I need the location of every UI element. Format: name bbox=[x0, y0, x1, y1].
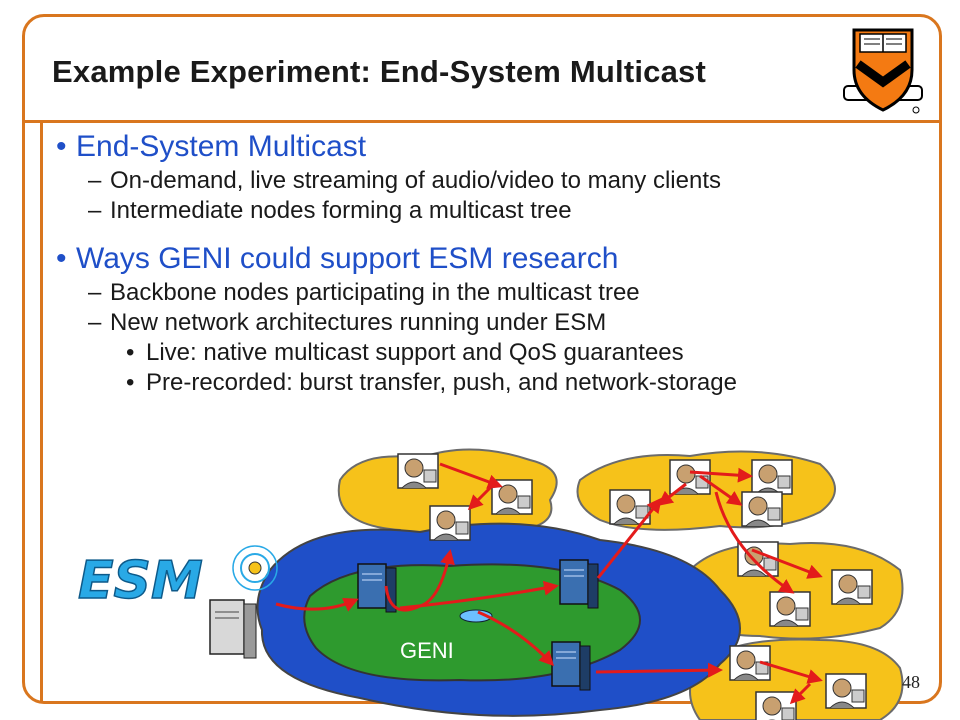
slide-title: Example Experiment: End-System Multicast bbox=[52, 54, 707, 89]
esm-logo: ESM bbox=[77, 550, 203, 612]
client-computer-icon bbox=[741, 491, 783, 527]
bullet-2: •Ways GENI could support ESM research bbox=[56, 242, 619, 275]
sub-bullet-1-2: –Intermediate nodes forming a multicast … bbox=[88, 197, 572, 224]
bullet-1: •End-System Multicast bbox=[56, 130, 367, 163]
wireless-signal-icon bbox=[232, 545, 278, 591]
client-computer-icon bbox=[825, 673, 867, 709]
source-server-icon bbox=[209, 599, 257, 659]
server-icon bbox=[551, 641, 591, 691]
client-computer-icon bbox=[831, 569, 873, 605]
client-computer-icon bbox=[429, 505, 471, 541]
page-number: 48 bbox=[902, 672, 920, 692]
geni-label: GENI bbox=[400, 638, 454, 663]
server-icon bbox=[559, 559, 599, 609]
client-computer-icon bbox=[769, 591, 811, 627]
esm-network-diagram: ESM GENI bbox=[77, 448, 904, 720]
sub-bullet-2-1: –Backbone nodes participating in the mul… bbox=[88, 279, 640, 306]
sub-bullet-2-2: –New network architectures running under… bbox=[88, 309, 607, 336]
client-computer-icon bbox=[397, 453, 439, 489]
sub-bullet-1-1: –On-demand, live streaming of audio/vide… bbox=[88, 167, 721, 194]
left-divider bbox=[40, 123, 43, 703]
title-divider bbox=[22, 120, 942, 123]
princeton-shield-icon bbox=[843, 28, 923, 114]
sub-sub-bullet-2: •Pre-recorded: burst transfer, push, and… bbox=[126, 369, 737, 396]
client-computer-icon bbox=[755, 691, 797, 720]
svg-text:ESM: ESM bbox=[78, 551, 203, 611]
server-icon bbox=[357, 563, 397, 613]
client-computer-icon bbox=[751, 459, 793, 495]
slide-body: •End-System Multicast –On-demand, live s… bbox=[56, 128, 936, 398]
sub-sub-bullet-1: •Live: native multicast support and QoS … bbox=[126, 339, 684, 366]
